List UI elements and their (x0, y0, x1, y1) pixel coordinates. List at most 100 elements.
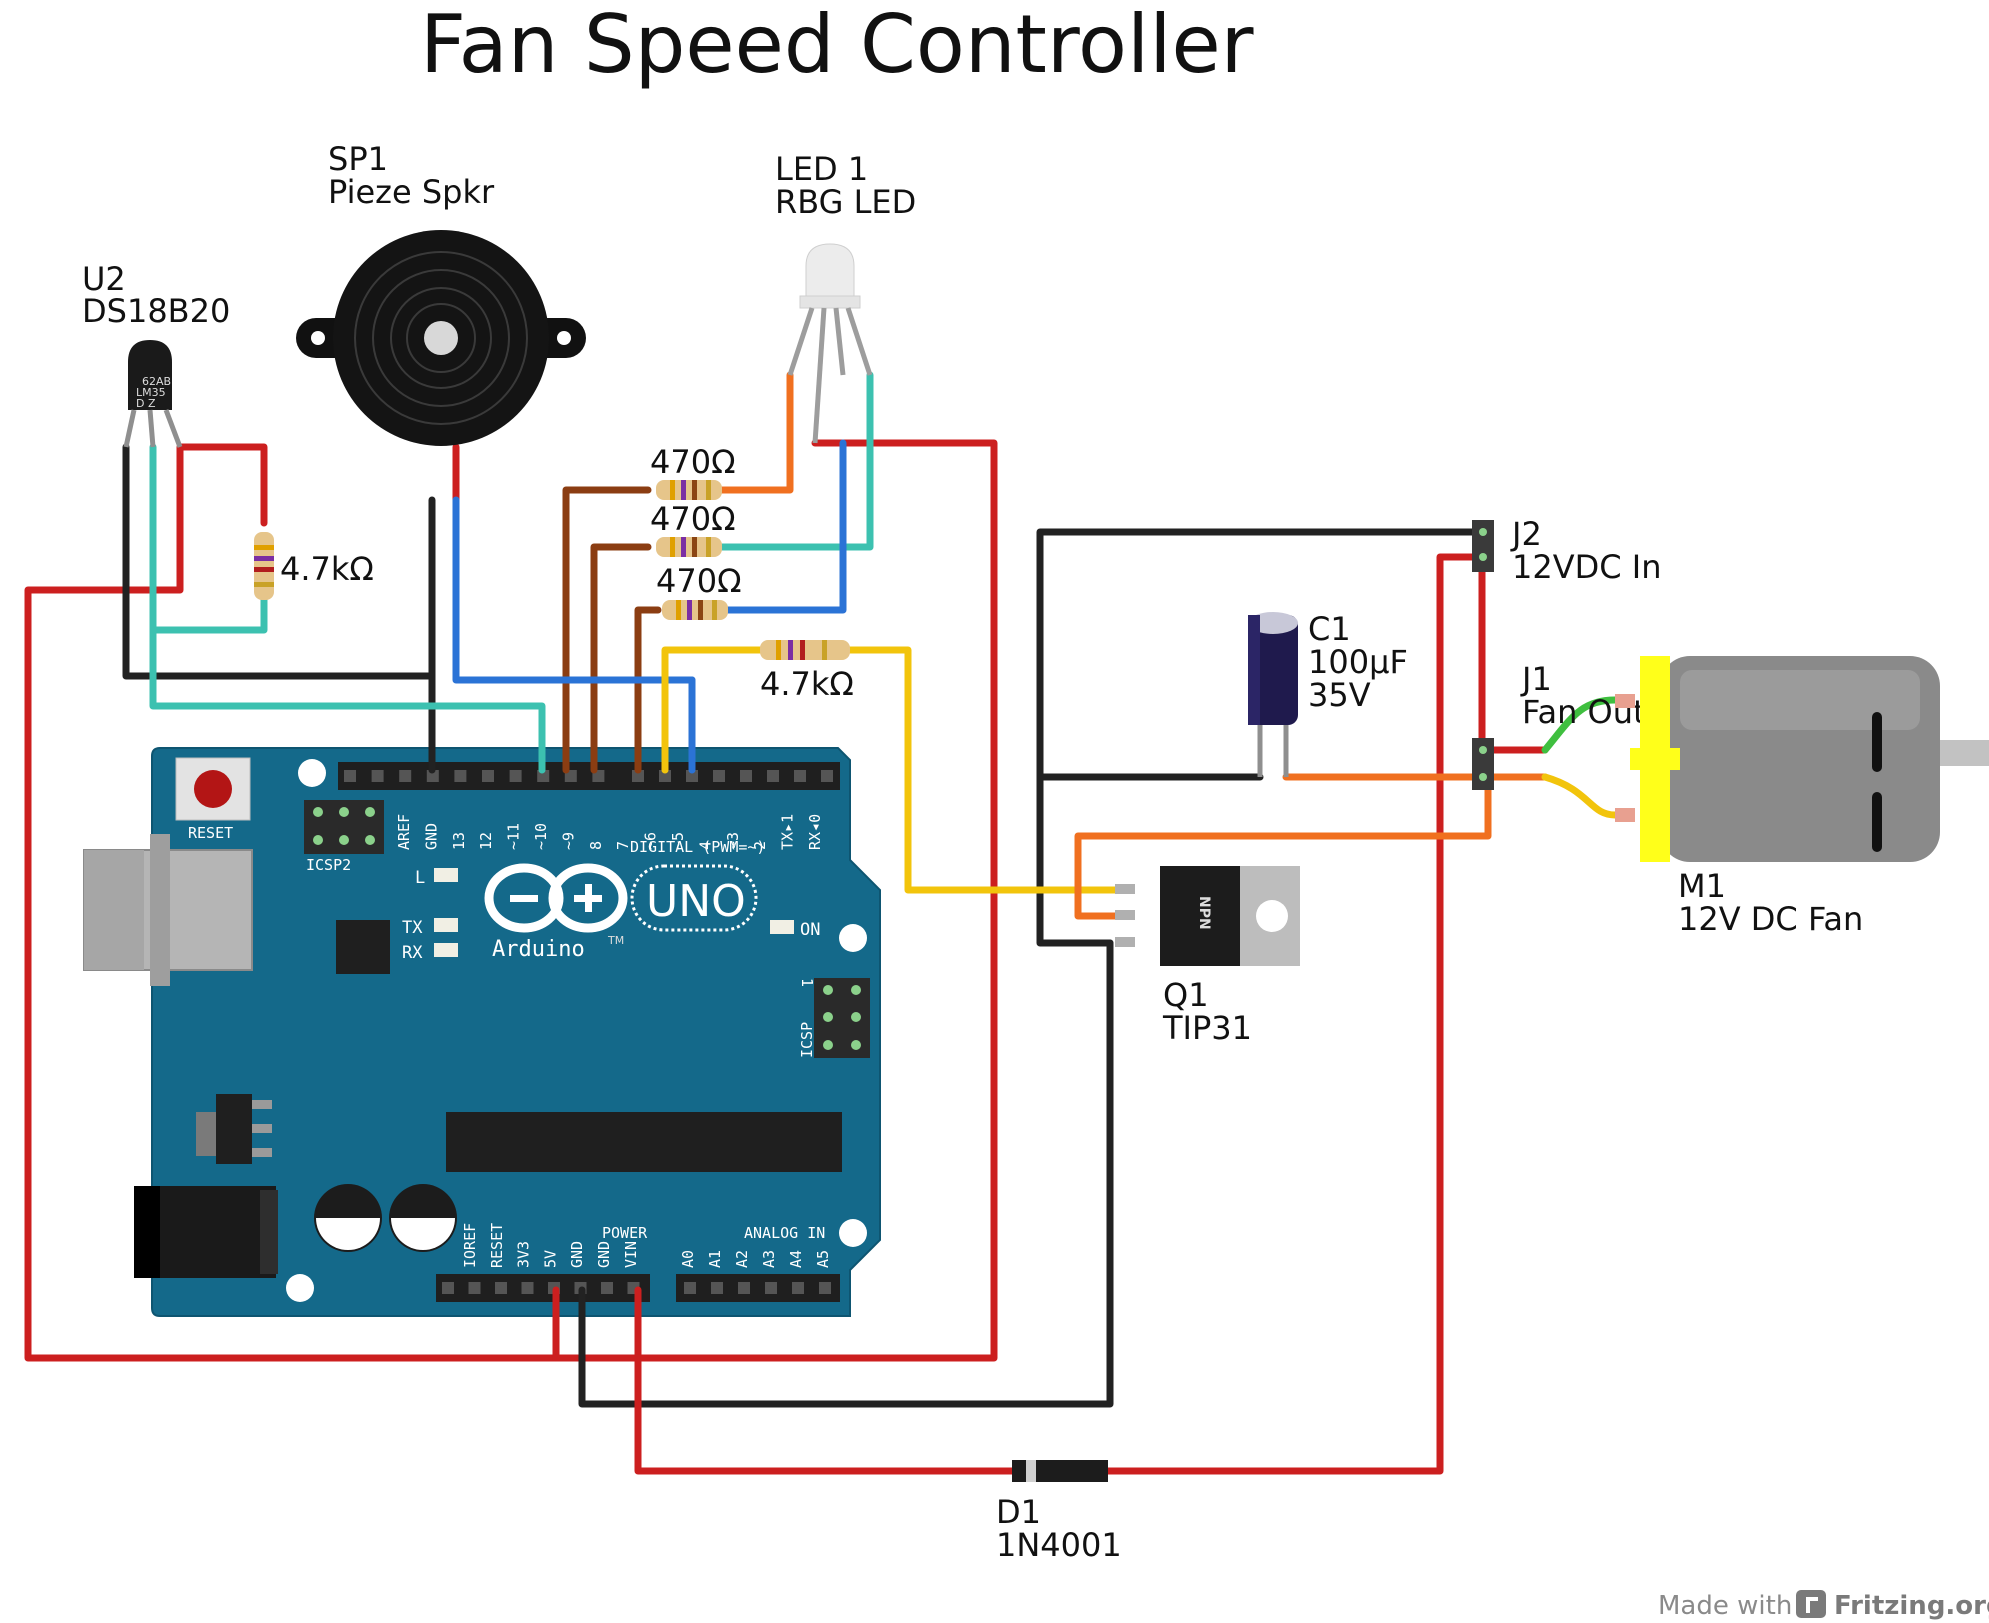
pin-label: TX▸1 (779, 814, 797, 850)
header-pin (426, 770, 439, 782)
icsp2-header (304, 800, 384, 854)
led-l (434, 868, 458, 882)
pin-label: 3V3 (515, 1241, 533, 1268)
power-label: POWER (602, 1224, 648, 1242)
reset-button[interactable] (175, 757, 251, 821)
led-l-label: L (415, 868, 425, 888)
pin-label: 5V (541, 1250, 559, 1268)
header-pin (765, 1282, 777, 1294)
arduino-wordmark: Arduino (492, 937, 585, 962)
header-pin (821, 770, 833, 782)
sensor-marking-2: LM35 (136, 386, 166, 399)
board-capacitor (314, 1184, 382, 1252)
header-pin (601, 1282, 613, 1294)
j2-part: 12VDC In (1512, 548, 1661, 586)
header-pin (738, 1282, 750, 1294)
pin-label: A1 (706, 1250, 724, 1268)
reset-label: RESET (188, 824, 233, 842)
led-on-label: ON (800, 920, 820, 940)
voltage-regulator (196, 1094, 272, 1164)
sensor-marking-3: D Z (136, 397, 156, 410)
pin-label: 2 (751, 841, 769, 850)
header-pin (713, 770, 725, 782)
resistor-pullup (254, 532, 274, 600)
arduino-tm: TM (607, 934, 624, 947)
pin-label: A3 (760, 1250, 778, 1268)
header-pin (684, 1282, 696, 1294)
wire-led-blue (718, 439, 847, 614)
header-pin (792, 1282, 804, 1294)
header-pin (454, 770, 467, 782)
mounting-hole (298, 759, 326, 787)
u2-part: DS18B20 (82, 292, 230, 330)
pin-label: VIN (622, 1241, 640, 1268)
pin-label: IOREF (461, 1223, 479, 1268)
header-pin (659, 770, 671, 782)
u2-ref: U2 (82, 260, 126, 298)
board-capacitor (389, 1184, 457, 1252)
header-pin (686, 770, 698, 782)
d1-ref: D1 (996, 1493, 1041, 1531)
c1-value: 100μF (1308, 643, 1408, 681)
wires (24, 371, 1619, 1475)
header-pin (482, 770, 494, 782)
header-pin (495, 1282, 507, 1294)
pin-label: ~3 (724, 832, 742, 850)
pin-label: 7 (614, 841, 632, 850)
icsp-header (814, 978, 870, 1058)
pin-label: ~6 (642, 832, 660, 850)
sensor-marking-1: 62AB (142, 375, 171, 388)
resistor-base (760, 640, 850, 660)
pin-label: ~10 (532, 823, 550, 850)
r-pullup-value: 4.7kΩ (280, 550, 374, 588)
header-pin (344, 770, 356, 782)
wire-12v-gnd (1036, 528, 1486, 947)
wire-led-green (718, 371, 874, 551)
diagram-title: Fan Speed Controller (420, 0, 1254, 91)
resistor-led-red (656, 480, 722, 500)
m1-part: 12V DC Fan (1678, 900, 1863, 938)
header-pin (740, 770, 752, 782)
pin-label: ~9 (559, 832, 577, 850)
dc-fan-motor (1615, 656, 1989, 862)
wire-base (846, 646, 1119, 894)
diode (1012, 1460, 1108, 1482)
icsp-label: ICSP (798, 1022, 816, 1058)
digital-label: DIGITAL (PWM=~) (630, 838, 765, 856)
fan-output-connector (1472, 738, 1494, 790)
j1-ref: J1 (1520, 660, 1552, 698)
led1-part: RBG LED (775, 183, 916, 221)
atmega-chip (446, 1112, 842, 1172)
pin-label: 13 (450, 832, 468, 850)
pin-label: ~5 (669, 832, 687, 850)
c1-voltage: 35V (1308, 676, 1371, 714)
header-pin (509, 770, 522, 782)
q1-marking: NPN (1196, 896, 1212, 930)
r-led-red-value: 470Ω (650, 443, 736, 481)
pin-label: GND (595, 1241, 613, 1268)
power-header (436, 1274, 650, 1302)
pin-label: AREF (395, 814, 413, 850)
arduino-uno-board: RESET ICSP 2 L TX RX ON Arduino TM (83, 747, 881, 1317)
pin-label: GND (568, 1241, 586, 1268)
led-rx-label: RX (402, 943, 423, 963)
piezo-speaker (296, 230, 586, 446)
wire-vin (634, 1286, 1016, 1475)
wire-sensor-data (149, 443, 546, 774)
header-pin (711, 1282, 723, 1294)
resistor-led-green (656, 537, 722, 557)
wire-sensor-gnd (122, 443, 436, 680)
q1-part: TIP31 (1162, 1009, 1252, 1047)
header-pin (468, 1282, 481, 1294)
pin-label: A0 (679, 1250, 697, 1268)
header-pin (399, 770, 412, 782)
wire-gnd (578, 939, 1114, 1408)
analog-in-label: ANALOG IN (744, 1224, 825, 1242)
digital-header (338, 762, 840, 790)
pin-label: 12 (477, 832, 495, 850)
j2-ref: J2 (1510, 515, 1542, 553)
led-tx-label: TX (402, 918, 423, 938)
header-pin (632, 770, 644, 782)
uno-badge: UNO (630, 864, 758, 932)
analog-header (676, 1274, 840, 1302)
